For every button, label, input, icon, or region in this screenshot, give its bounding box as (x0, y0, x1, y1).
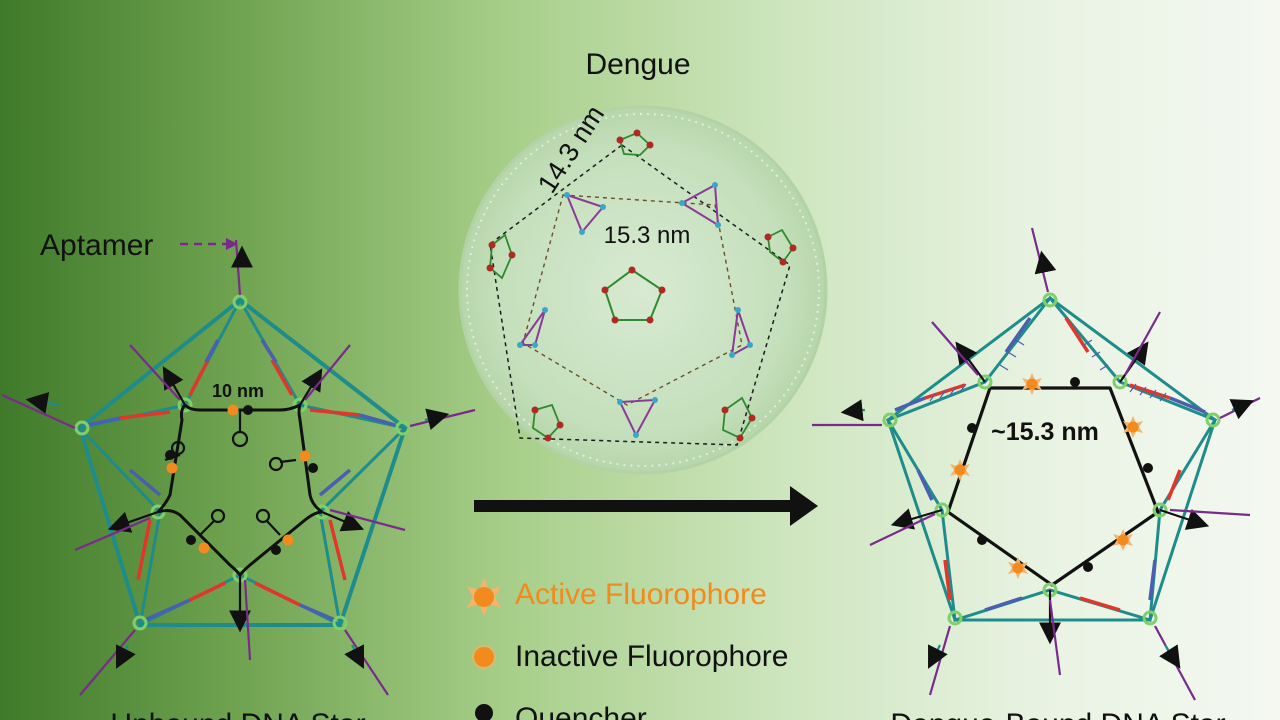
right-distance-label: ~15.3 nm (991, 418, 1099, 446)
dengue-virus (458, 105, 828, 475)
active-fluorophores (950, 373, 1143, 579)
legend-quencher-icon (475, 704, 493, 720)
legend-inactive-fluorophore-icon (472, 645, 496, 669)
legend-active-fluorophore-icon (467, 578, 501, 616)
left-star-caption: Unbound DNA Star (110, 708, 365, 720)
virus-title: Dengue (585, 48, 690, 81)
legend-quencher-label: Quencher (515, 702, 647, 720)
left-distance-label: 10 nm (212, 381, 264, 401)
right-star-caption: Dengue-Bound DNA Star (890, 708, 1225, 720)
aptamer-pointer-head (226, 238, 238, 250)
legend: Active Fluorophore Inactive Fluorophore … (467, 578, 789, 720)
unbound-dna-star (1, 239, 476, 696)
legend-active-fluorophore-label: Active Fluorophore (515, 578, 767, 611)
legend-inactive-fluorophore-label: Inactive Fluorophore (515, 640, 789, 673)
span-distance-label: 15.3 nm (604, 222, 691, 249)
dengue-bound-dna-star (812, 227, 1261, 701)
aptamer-label: Aptamer (40, 229, 153, 262)
transition-arrow (474, 486, 818, 526)
